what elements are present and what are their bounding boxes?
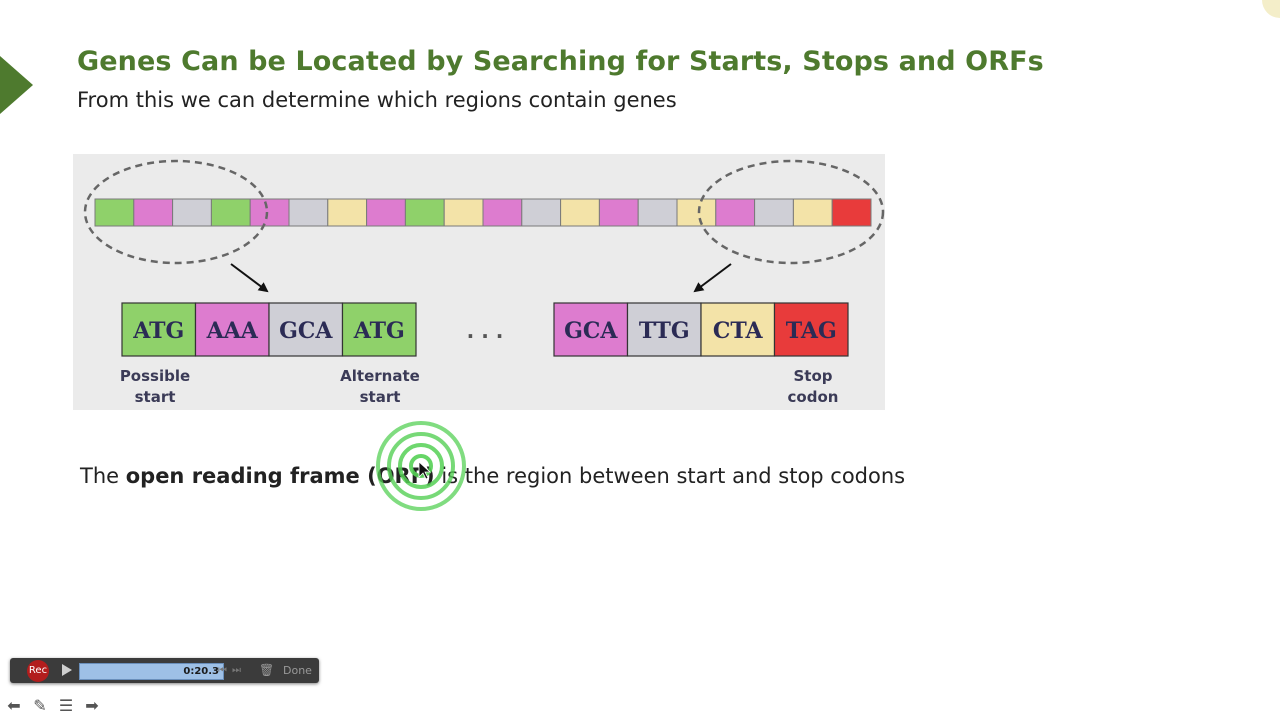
stop-codon-label: CTA	[713, 318, 764, 344]
start-zoom-arrow	[230, 263, 269, 293]
stop-codon-box	[700, 302, 776, 357]
stop-codon-group: GCA TTG CTA TAG	[553, 302, 849, 357]
orf-definition: The open reading frame (ORF) is the regi…	[80, 464, 905, 488]
strip-codon	[366, 198, 406, 227]
strip-codon	[443, 198, 484, 227]
play-icon[interactable]	[62, 664, 72, 676]
sequence-ellipsis: . . .	[467, 319, 504, 343]
strip-codon	[288, 198, 329, 227]
skip-forward-icon[interactable]: ⏭	[232, 665, 241, 676]
possible-start-label-1: Possible	[120, 367, 190, 385]
alternate-start-label-2: start	[360, 388, 401, 406]
stop-codon-box	[773, 302, 849, 357]
strip-codon	[521, 198, 562, 227]
next-slide-icon[interactable]: ➡	[85, 696, 99, 715]
strip-codon	[637, 198, 678, 227]
previous-slide-icon[interactable]: ⬅	[7, 696, 21, 715]
start-codon-label: GCA	[279, 318, 333, 344]
recording-progress[interactable]: 0:20.3	[79, 663, 224, 680]
rec-button[interactable]: Rec	[27, 660, 49, 682]
stop-region-ellipse	[697, 159, 885, 265]
screen-recorder-bar: Rec 0:20.3 ⏮ ⏭ 🗑 Done	[10, 658, 319, 683]
strip-codon	[754, 198, 794, 227]
strip-codon	[327, 198, 368, 227]
slide-menu-icon[interactable]: ☰	[58, 696, 74, 715]
alternate-start-label-1: Alternate	[340, 367, 420, 385]
strip-codon	[792, 198, 833, 227]
start-codon-label: AAA	[206, 318, 259, 344]
strip-codon	[598, 198, 639, 227]
gene-diagram: ATG AAA GCA ATG GCA TTG CTA TAG . . . Possible…	[83, 159, 885, 406]
slide-title: Genes Can be Located by Searching for St…	[77, 46, 1044, 77]
stop-codon-label-2: codon	[788, 388, 839, 406]
start-codon-box	[121, 302, 197, 357]
strip-codon	[133, 198, 174, 227]
stop-codon-box	[626, 302, 702, 357]
slide-subtitle: From this we can determine which regions…	[77, 88, 677, 112]
stop-zoom-arrow	[693, 263, 732, 293]
pen-tool-icon[interactable]: ✎	[33, 696, 47, 715]
click-indicator-icon	[376, 421, 466, 511]
start-codon-group: ATG AAA GCA ATG	[121, 302, 417, 357]
slide-navigation: ⬅ ✎ ☰ ➡	[4, 696, 102, 716]
start-codon-box	[268, 302, 344, 357]
slide-marker-arrow	[0, 56, 33, 114]
start-region-ellipse	[83, 159, 269, 265]
strip-codon	[249, 198, 290, 227]
mouse-pointer-icon	[418, 461, 432, 480]
done-button[interactable]: Done	[283, 664, 312, 677]
stop-codon-label-1: Stop	[793, 367, 832, 385]
strip-codon	[831, 198, 872, 227]
stop-codon-label: TAG	[786, 318, 837, 344]
strip-codon	[404, 198, 445, 227]
possible-start-label-2: start	[135, 388, 176, 406]
gene-figure: ATG AAA GCA ATG GCA TTG CTA TAG . . . Possible…	[73, 154, 885, 410]
start-codon-box	[341, 302, 417, 357]
strip-codon	[94, 198, 135, 227]
strip-codon	[482, 198, 523, 227]
recording-time: 0:20.3	[183, 666, 219, 677]
orf-prefix: The	[80, 464, 126, 488]
stop-codon-label: GCA	[564, 318, 618, 344]
stop-codon-label: TTG	[639, 318, 690, 344]
sequence-strip	[94, 198, 872, 227]
start-codon-box	[194, 302, 270, 357]
start-codon-label: ATG	[353, 318, 405, 344]
corner-decoration	[1262, 0, 1280, 18]
strip-codon	[560, 198, 600, 227]
strip-codon	[676, 198, 717, 227]
trash-icon[interactable]: 🗑	[259, 663, 275, 677]
skip-back-icon[interactable]: ⏮	[218, 665, 227, 676]
orf-suffix: is the region between start and stop cod…	[434, 464, 906, 488]
strip-codon	[715, 198, 756, 227]
strip-codon	[172, 198, 212, 227]
strip-codon	[210, 198, 251, 227]
start-codon-label: ATG	[132, 318, 184, 344]
